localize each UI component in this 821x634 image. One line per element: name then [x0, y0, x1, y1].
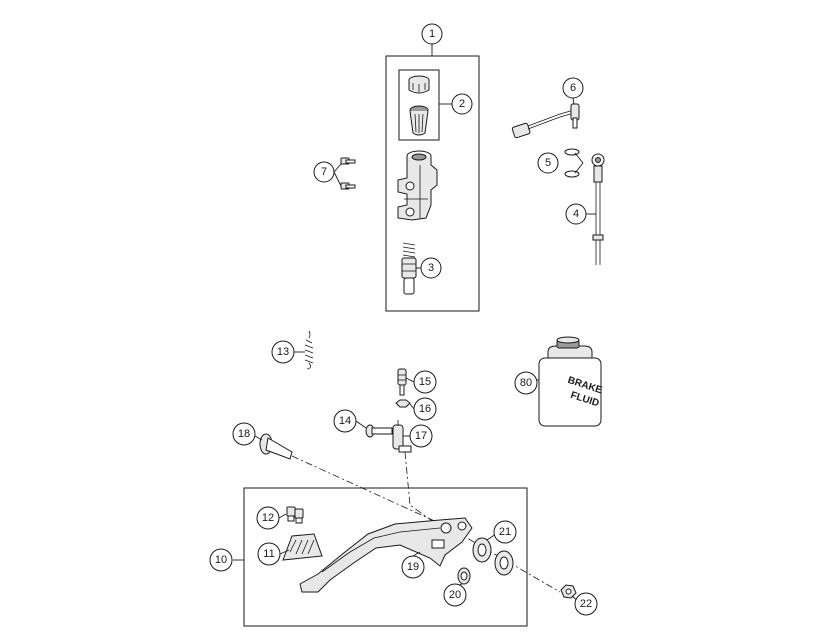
callout-13: 13	[271, 340, 295, 364]
svg-text:18: 18	[238, 428, 250, 440]
svg-text:15: 15	[419, 376, 431, 388]
callout-10: 10	[209, 548, 233, 572]
assembly-line-rod	[404, 451, 443, 529]
callout-4: 4	[565, 203, 587, 225]
push-rod	[392, 420, 412, 453]
callout-19: 19	[401, 555, 425, 579]
pivot-pin	[365, 424, 393, 438]
reservoir-kit-frame	[398, 69, 440, 141]
callout-3: 3	[420, 257, 442, 279]
lock-nut	[395, 399, 411, 408]
callout-14: 14	[333, 409, 357, 433]
svg-text:16: 16	[419, 403, 431, 415]
callout-11: 11	[257, 542, 281, 566]
brake-switch-cable	[511, 103, 580, 139]
svg-text:14: 14	[339, 415, 351, 427]
callout-1: 1	[421, 23, 443, 45]
svg-text:1: 1	[429, 28, 435, 40]
svg-text:80: 80	[520, 377, 532, 389]
svg-text:10: 10	[215, 554, 227, 566]
reservoir-cap	[408, 75, 430, 94]
pivot-bolt	[259, 433, 293, 460]
callout-7: 7	[313, 161, 335, 183]
svg-text:21: 21	[499, 526, 511, 538]
callout-20: 20	[443, 583, 467, 607]
piston-spring	[401, 242, 420, 295]
clevis-rod	[397, 368, 407, 396]
svg-text:19: 19	[407, 561, 419, 573]
svg-text:22: 22	[580, 598, 592, 610]
svg-text:20: 20	[449, 589, 461, 601]
master-cylinder-body	[397, 150, 438, 221]
bearings	[472, 537, 514, 576]
svg-text:13: 13	[277, 346, 289, 358]
svg-text:4: 4	[573, 208, 579, 220]
svg-text:3: 3	[428, 262, 434, 274]
callout-6: 6	[562, 77, 584, 99]
assembly-line-bolt	[291, 455, 561, 593]
tip-caps	[286, 506, 304, 524]
brake-fluid-can: BRAKE FLUID	[538, 336, 604, 427]
svg-text:17: 17	[415, 430, 427, 442]
brake-hose	[591, 153, 605, 265]
svg-text:12: 12	[262, 512, 274, 524]
bushing	[457, 567, 471, 585]
svg-text:2: 2	[459, 98, 465, 110]
return-spring	[304, 330, 314, 370]
reservoir-filter	[409, 105, 429, 136]
callout-21: 21	[493, 520, 517, 544]
callout-22: 22	[574, 592, 598, 616]
o-rings	[564, 148, 580, 178]
pedal-tip	[282, 533, 323, 561]
callout-18: 18	[232, 422, 256, 446]
callout-2: 2	[451, 93, 473, 115]
mounting-bolts	[340, 157, 356, 190]
callout-12: 12	[256, 506, 280, 530]
master-cylinder-frame	[385, 55, 480, 312]
svg-text:7: 7	[321, 166, 327, 178]
pedal-nut	[560, 584, 577, 599]
svg-text:5: 5	[545, 157, 551, 169]
callout-16: 16	[413, 397, 437, 421]
svg-text:6: 6	[570, 82, 576, 94]
pedal-frame	[243, 487, 528, 627]
callout-15: 15	[413, 370, 437, 394]
callout-5: 5	[537, 152, 559, 174]
callout-80: 80	[514, 371, 538, 395]
svg-text:11: 11	[263, 548, 274, 560]
brake-pedal	[299, 517, 473, 593]
callout-17: 17	[409, 424, 433, 448]
